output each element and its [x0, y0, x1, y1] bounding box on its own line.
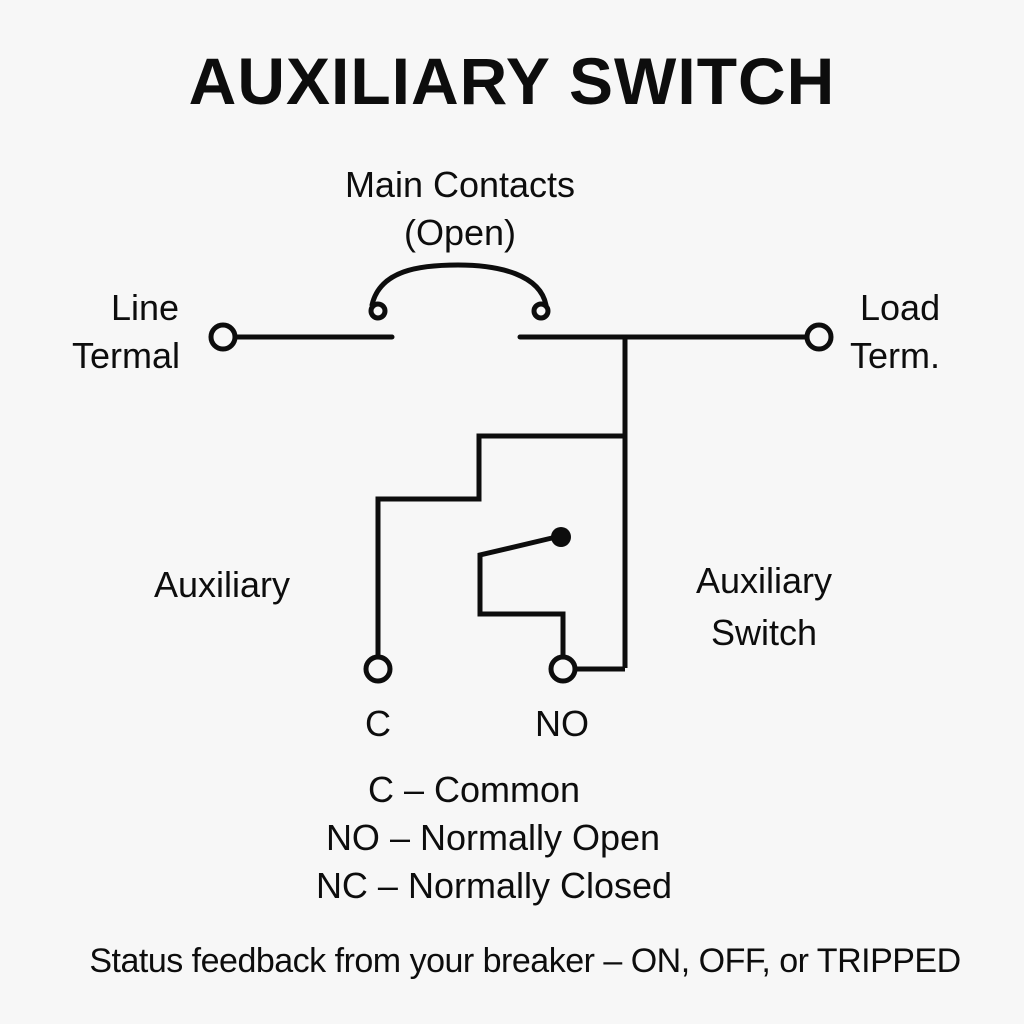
main-contact-arc — [369, 262, 549, 308]
terminal-no-icon — [548, 654, 578, 684]
main-contacts-state-label: (Open) — [403, 212, 517, 253]
line-terminal-label-line2: Termal — [72, 335, 181, 376]
main-contacts-label: Main Contacts — [344, 164, 576, 205]
legend-normally-open: NO – Normally Open — [325, 817, 661, 858]
auxiliary-left-label: Auxiliary — [154, 564, 291, 605]
auxiliary-switch-label-line2: Switch — [710, 612, 818, 653]
auxiliary-switch-label-line1: Auxiliary — [695, 560, 833, 601]
switch-pivot-icon — [551, 527, 571, 547]
switch-blade — [477, 535, 566, 657]
main-contact-left-icon — [368, 301, 388, 321]
load-terminal-label-line2: Term. — [850, 335, 940, 376]
terminal-c-label: C — [365, 703, 391, 744]
legend-common: C – Common — [367, 769, 581, 810]
common-conductor — [375, 433, 625, 657]
load-terminal-label-line1: Load — [860, 287, 941, 328]
line-terminal-icon — [208, 322, 238, 352]
terminal-no-label: NO — [535, 703, 589, 744]
diagram-title: AUXILIARY SWITCH — [188, 44, 836, 118]
main-contact-right-icon — [531, 301, 551, 321]
line-terminal-label-line1: Line — [110, 287, 180, 328]
load-terminal-icon — [804, 322, 834, 352]
status-footer: Status feedback from your breaker – ON, … — [89, 942, 961, 980]
terminal-c-icon — [363, 654, 393, 684]
legend-normally-closed: NC – Normally Closed — [315, 865, 673, 906]
